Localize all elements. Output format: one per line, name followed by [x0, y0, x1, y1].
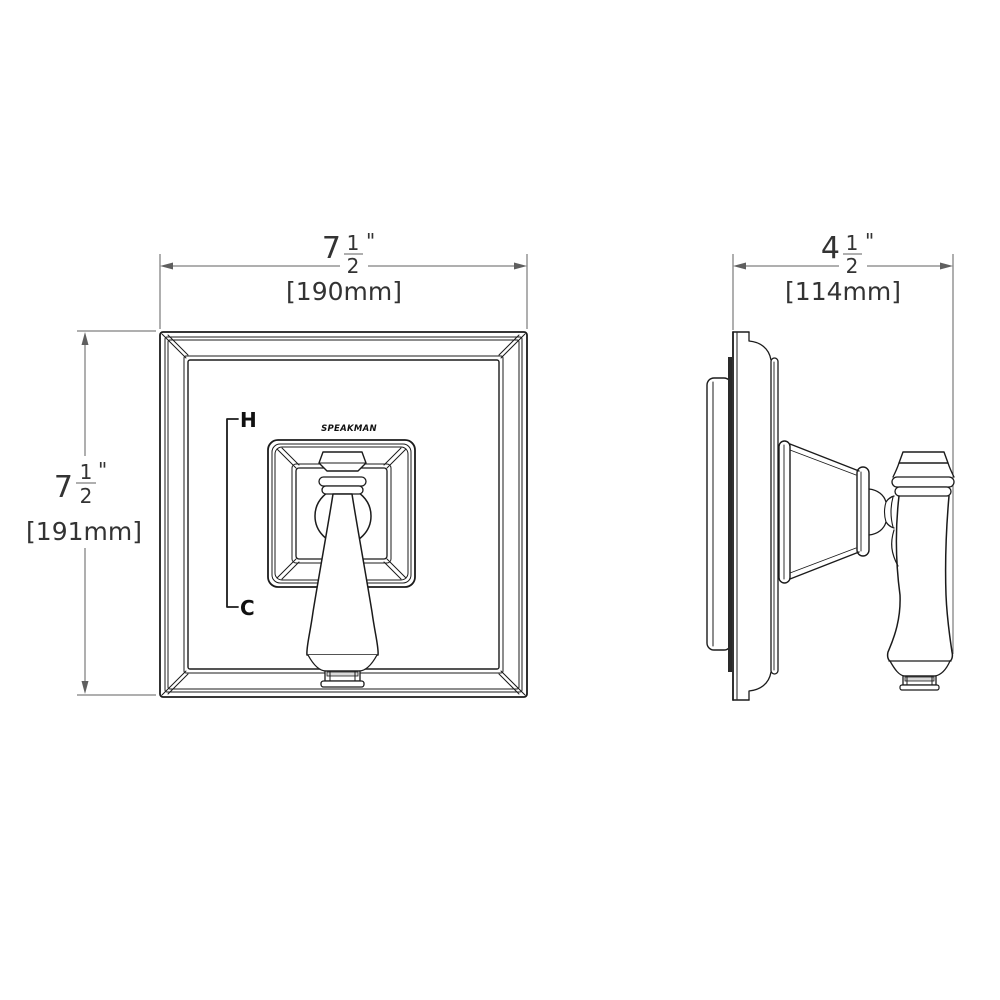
cone-top-inner: [789, 449, 857, 476]
handle-collar-ring: [318, 476, 367, 487]
lever-handle-side: [886, 451, 955, 691]
stem-top-curve: [868, 488, 895, 503]
handle-collar-ring: [321, 485, 364, 495]
lever-handle-front: [306, 451, 379, 688]
handle-bell-underside: [307, 654, 378, 672]
handle-stem: [868, 488, 899, 567]
plate-frame-line: [167, 339, 520, 690]
lever-left-edge: [886, 495, 901, 662]
stem-bottom-curve: [868, 521, 895, 536]
back-sleeve: [706, 377, 732, 651]
knob-collar-ring: [894, 486, 952, 497]
lever-tip-cap-band: [904, 676, 935, 682]
lever-bell-underside: [889, 660, 951, 677]
width-inches-numerator: 1: [347, 231, 360, 255]
plate-bevel-bottom: [748, 671, 772, 701]
arrowhead: [81, 681, 89, 694]
depth-metric: [114mm]: [785, 277, 901, 306]
hot-label: H: [240, 408, 257, 432]
height-inches-denominator: 2: [80, 484, 93, 508]
plate-back-band: [728, 357, 732, 672]
stem-hub-ring: [890, 496, 894, 528]
knob-flare-left: [892, 462, 900, 478]
height-inches-whole: 7: [54, 470, 73, 505]
height-metric: [191mm]: [26, 517, 142, 546]
plate-outer-edge: [159, 331, 528, 698]
width-inches-whole: 7: [322, 231, 341, 266]
hot-cold-bracket: [226, 418, 239, 608]
knob-cap: [898, 451, 949, 464]
escutcheon-corner-miters: [276, 447, 407, 580]
knob-collar-ring: [891, 476, 955, 488]
arrowhead: [940, 262, 953, 270]
plate-front-rim: [770, 357, 779, 675]
plate-bevel-top: [748, 331, 772, 361]
dimension-width: 7 1 2 " [190mm]: [159, 229, 528, 329]
handle-finial: [318, 451, 367, 472]
depth-inches-whole: 4: [821, 231, 840, 266]
escutcheon-base-ring: [778, 440, 791, 584]
arrowhead: [514, 262, 527, 270]
height-inches-numerator: 1: [80, 460, 93, 484]
arrowhead: [160, 262, 173, 270]
handle-lever-body: [306, 493, 379, 656]
stem-waist: [883, 501, 887, 523]
brand-mark: SPEAKMAN: [321, 424, 377, 434]
plate-frame-line: [164, 336, 523, 693]
cold-label: C: [240, 596, 255, 620]
escutcheon-profile: [778, 440, 870, 584]
knob-flare-right: [947, 462, 955, 478]
handle-tip-cap-band: [326, 671, 359, 677]
plate-corner-miters: [161, 333, 526, 696]
height-inch-mark: ": [98, 458, 107, 482]
plate-profile: [728, 331, 779, 701]
arrowhead: [733, 262, 746, 270]
depth-inches-numerator: 1: [846, 231, 859, 255]
width-inches-denominator: 2: [347, 254, 360, 278]
dimension-height: 7 1 2 " [191mm]: [26, 330, 156, 696]
dimension-depth: 4 1 2 " [114mm]: [732, 229, 954, 654]
front-view: SPEAKMAN: [159, 331, 528, 698]
cone-top-edge: [789, 443, 860, 472]
lever-tip-lip: [899, 684, 940, 691]
side-view: [706, 331, 955, 701]
handle-tip-lip: [320, 680, 365, 688]
lever-right-edge: [944, 495, 954, 662]
depth-inch-mark: ": [865, 229, 874, 253]
cone-bottom-edge: [789, 551, 860, 580]
back-sleeve-outline: [706, 377, 732, 651]
cone-bottom-inner: [789, 547, 857, 574]
width-metric: [190mm]: [286, 277, 402, 306]
hot-cold-indicator: H C: [226, 408, 257, 620]
depth-inches-denominator: 2: [846, 254, 859, 278]
arrowhead: [81, 332, 89, 345]
cone-front-face: [856, 466, 870, 557]
width-inch-mark: ": [366, 229, 375, 253]
